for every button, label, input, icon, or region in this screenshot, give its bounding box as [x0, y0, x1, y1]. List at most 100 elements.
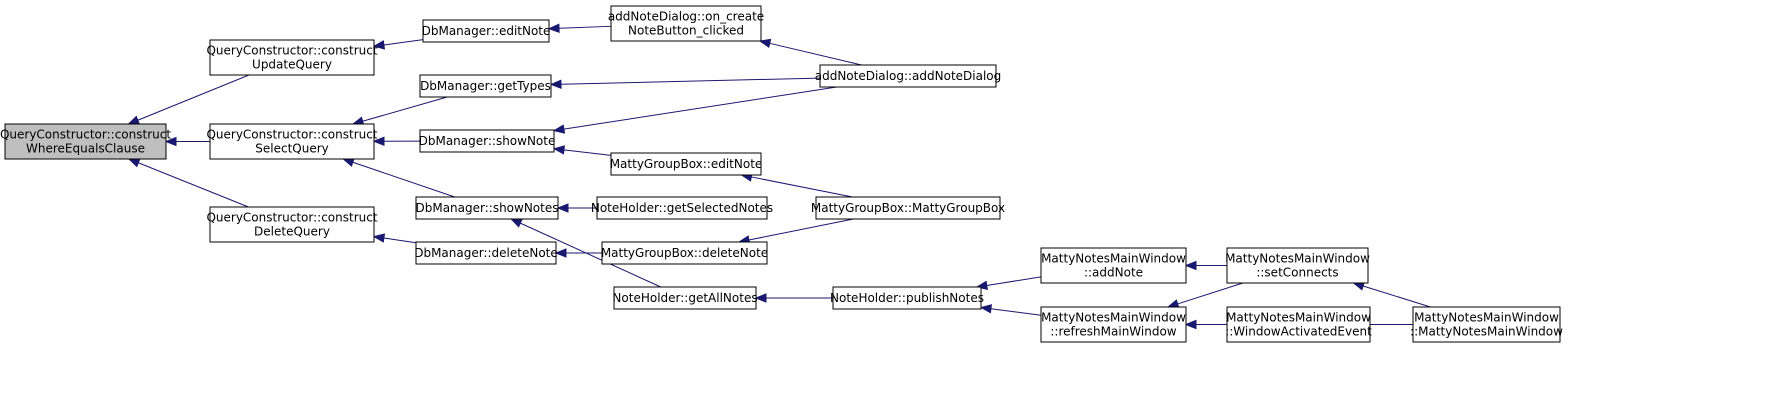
- node-label-line: MattyGroupBox::deleteNote: [601, 246, 768, 260]
- edge-db_deletenote-to-qc_delete: [372, 233, 417, 244]
- node-mnmw_setconnects[interactable]: MattyNotesMainWindow::setConnects: [1225, 247, 1370, 284]
- node-mgb_ctor[interactable]: MattyGroupBox::MattyGroupBox: [811, 196, 1005, 220]
- node-box: [419, 129, 555, 153]
- edge-db_gettypes-to-qc_select: [351, 96, 448, 126]
- edge-line: [986, 276, 1042, 286]
- edge-arrowhead: [754, 293, 767, 303]
- edge-db_editnote-to-qc_update: [372, 39, 424, 50]
- edge-arrowhead: [554, 248, 567, 258]
- edge-qc_update-to-root: [127, 74, 250, 125]
- edge-nh_getselected-to-db_shownotes: [556, 203, 597, 213]
- edge-and_oncreate-to-db_editnote: [547, 23, 612, 33]
- edge-nh_publish-to-nh_getall: [754, 293, 833, 303]
- node-label-line: addNoteDialog::addNoteDialog: [815, 69, 1002, 83]
- node-mnmw_addnote[interactable]: MattyNotesMainWindow::addNote: [1040, 247, 1187, 284]
- node-label-line: ::refreshMainWindow: [1050, 325, 1176, 339]
- node-label-line: MattyNotesMainWindow: [1226, 311, 1371, 325]
- edge-and_ctor-to-db_gettypes: [549, 77, 821, 89]
- node-db_gettypes[interactable]: DbManager::getTypes: [419, 74, 552, 98]
- node-box: [832, 286, 982, 310]
- edge-mgb_ctor-to-mgb_deletenote: [737, 218, 854, 245]
- node-label-line: UpdateQuery: [252, 58, 332, 72]
- node-box: [613, 286, 757, 310]
- edge-arrowhead: [1184, 319, 1197, 330]
- edge-mgb_ctor-to-mgb_editnote: [740, 172, 853, 198]
- node-label-line: ::MattyNotesMainWindow: [1410, 325, 1563, 339]
- node-mnmw_activated[interactable]: MattyNotesMainWindow::WindowActivatedEve…: [1225, 306, 1372, 343]
- edge-line: [751, 176, 853, 198]
- edge-mnmw_refresh-to-nh_publish: [979, 304, 1042, 316]
- edge-and_ctor-to-and_oncreate: [758, 38, 862, 66]
- node-label-line: DbManager::editNote: [422, 24, 551, 38]
- node-box: [422, 19, 550, 43]
- edge-arrowhead: [372, 136, 385, 147]
- node-label-line: NoteHolder::getAllNotes: [612, 291, 757, 305]
- node-box: [415, 196, 559, 220]
- edge-arrowhead: [372, 40, 386, 50]
- edge-line: [137, 74, 250, 121]
- edge-line: [520, 222, 662, 288]
- edge-line: [138, 162, 249, 208]
- node-nh_getall[interactable]: NoteHolder::getAllNotes: [612, 286, 758, 310]
- node-box: [209, 39, 375, 76]
- edge-arrowhead: [1184, 260, 1197, 271]
- edge-line: [563, 86, 837, 130]
- node-nh_getselected[interactable]: NoteHolder::getSelectedNotes: [591, 196, 773, 220]
- node-nh_publish[interactable]: NoteHolder::publishNotes: [830, 286, 984, 310]
- node-box: [419, 74, 552, 98]
- node-db_editnote[interactable]: DbManager::editNote: [422, 19, 551, 43]
- node-db_deletenote[interactable]: DbManager::deleteNote: [414, 241, 558, 265]
- node-db_shownote[interactable]: DbManager::showNote: [419, 129, 556, 153]
- edge-line: [1362, 285, 1431, 308]
- node-box: [1226, 247, 1369, 284]
- edge-line: [563, 149, 612, 156]
- edge-line: [383, 39, 424, 46]
- node-label-line: QueryConstructor::construct: [206, 44, 377, 58]
- node-box: [1040, 247, 1187, 284]
- edge-mnmw_setconnects-to-mnmw_refresh: [1166, 282, 1244, 309]
- node-label-line: ::setConnects: [1256, 266, 1338, 280]
- node-and_ctor[interactable]: addNoteDialog::addNoteDialog: [815, 64, 1002, 88]
- edge-mnmw_addnote-to-nh_publish: [975, 276, 1042, 291]
- node-mgb_deletenote[interactable]: MattyGroupBox::deleteNote: [601, 241, 768, 265]
- edge-mnmw_setconnects-to-mnmw_addnote: [1184, 260, 1227, 271]
- node-label-line: DbManager::deleteNote: [414, 246, 558, 260]
- node-label-line: ::addNote: [1084, 266, 1143, 280]
- edge-arrowhead: [127, 115, 141, 125]
- edge-arrowhead: [509, 218, 523, 228]
- node-mgb_editnote[interactable]: MattyGroupBox::editNote: [610, 152, 763, 176]
- node-box: [601, 241, 768, 265]
- node-root[interactable]: QueryConstructor::constructWhereEqualsCl…: [0, 123, 171, 160]
- node-label-line: MattyNotesMainWindow: [1225, 252, 1370, 266]
- node-box: [1040, 306, 1187, 343]
- node-mnmw_refresh[interactable]: MattyNotesMainWindow::refreshMainWindow: [1040, 306, 1187, 343]
- edge-line: [1177, 282, 1244, 305]
- node-label-line: NoteHolder::getSelectedNotes: [591, 201, 773, 215]
- node-label-line: QueryConstructor::construct: [206, 211, 377, 225]
- edge-arrowhead: [127, 158, 141, 168]
- edge-line: [558, 25, 612, 29]
- node-and_oncreate[interactable]: addNoteDialog::on_createNoteButton_click…: [608, 5, 764, 42]
- node-box: [209, 123, 375, 160]
- node-label-line: ::WindowActivatedEvent: [1225, 325, 1372, 339]
- edge-db_shownotes-to-qc_select: [342, 157, 455, 198]
- node-db_shownotes[interactable]: DbManager::showNotes: [415, 196, 559, 220]
- node-label-line: NoteButton_clicked: [628, 24, 744, 38]
- node-label-line: DbManager::getTypes: [420, 79, 551, 93]
- edge-arrowhead: [549, 79, 562, 89]
- edge-qc_select-to-root: [164, 136, 210, 147]
- node-label-line: MattyGroupBox::editNote: [610, 157, 763, 171]
- edge-line: [748, 218, 854, 241]
- edge-db_shownote-to-qc_select: [372, 136, 421, 147]
- node-mnmw_ctor[interactable]: MattyNotesMainWindow::MattyNotesMainWind…: [1410, 306, 1563, 343]
- edge-arrowhead: [556, 203, 569, 213]
- edge-mnmw_ctor-to-mnmw_setconnects: [1352, 281, 1431, 308]
- edge-mgb_editnote-to-db_shownote: [552, 145, 612, 156]
- edge-arrowhead: [979, 304, 993, 314]
- edge-line: [560, 77, 821, 85]
- node-label-line: QueryConstructor::construct: [0, 128, 171, 142]
